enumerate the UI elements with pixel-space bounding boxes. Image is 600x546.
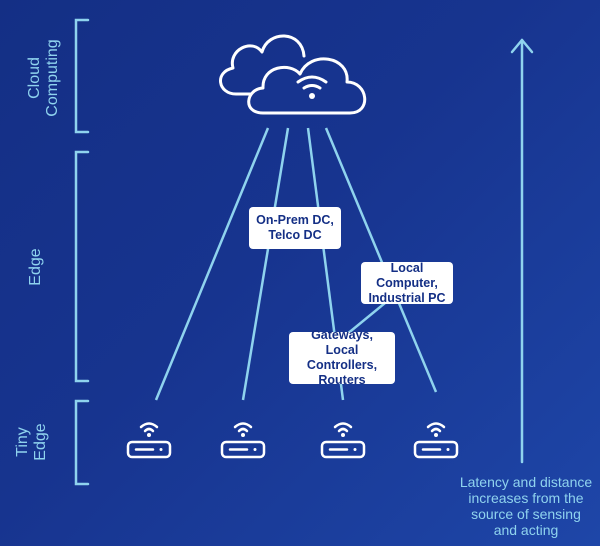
up-arrow-icon: [510, 38, 534, 464]
connection-line-1: [154, 127, 270, 401]
cloud-wifi-icon: [219, 34, 367, 115]
local-computer-label: Local Computer, Industrial PC: [361, 261, 453, 305]
gateways-label: Gateways, Local Controllers, Routers: [289, 328, 395, 387]
router-icon: [320, 422, 366, 459]
tier-label-edge: Edge: [27, 248, 44, 286]
connection-line-4: [324, 127, 438, 393]
tier-label-cloud-computing: Cloud Computing: [26, 39, 61, 117]
tier-label-tiny-edge: Tiny Edge: [14, 423, 49, 461]
router-icon: [413, 422, 459, 459]
router-icon: [126, 422, 172, 459]
cloud-tier-bracket: [74, 18, 90, 134]
latency-note: Latency and distance increases from the …: [459, 474, 593, 538]
edge-tier-bracket: [74, 150, 90, 383]
router-icon: [220, 422, 266, 459]
connection-line-2: [241, 127, 290, 401]
tiny-edge-tier-bracket: [74, 399, 90, 486]
on-prem-dc-label: On-Prem DC, Telco DC: [249, 207, 341, 249]
